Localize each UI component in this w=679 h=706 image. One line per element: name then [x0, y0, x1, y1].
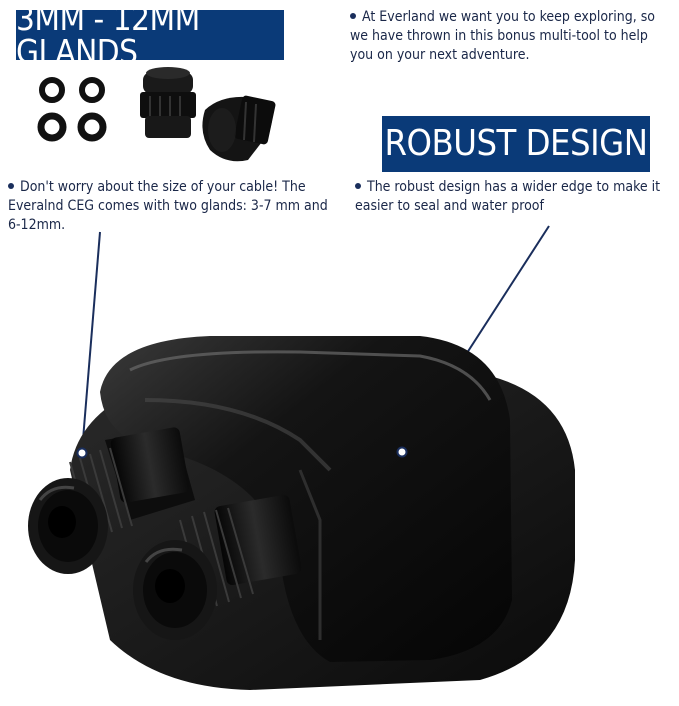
robust-design-banner: ROBUST DESIGN: [382, 116, 650, 172]
glands-banner: 3MM - 12MM GLANDS: [16, 2, 284, 68]
robust-design-note: The robust design has a wider edge to ma…: [355, 178, 675, 216]
leader-line-dot-icon: [396, 446, 408, 458]
cable-size-note: Don't worry about the size of your cable…: [8, 178, 333, 235]
bullet-icon: [355, 183, 361, 189]
bullet-icon: [8, 183, 14, 189]
leader-line-dot-icon: [76, 447, 88, 459]
multitool-note: At Everland we want you to keep explorin…: [350, 8, 675, 65]
robust-banner-label: ROBUST DESIGN: [384, 123, 648, 164]
multitool-note-text: At Everland we want you to keep explorin…: [350, 9, 655, 63]
glands-banner-label: 3MM - 12MM GLANDS: [16, 0, 200, 71]
cable-gland-icon: [140, 67, 196, 138]
cable-note-text: Don't worry about the size of your cable…: [8, 179, 328, 233]
o-ring-icon: [37, 77, 107, 142]
cable-gland-icon: [133, 494, 302, 640]
cable-entry-gland-box: [28, 336, 575, 690]
bullet-icon: [350, 13, 356, 19]
cable-gland-icon: [28, 427, 195, 574]
cable-gland-icon: [202, 95, 276, 162]
robust-note-text: The robust design has a wider edge to ma…: [355, 179, 661, 214]
